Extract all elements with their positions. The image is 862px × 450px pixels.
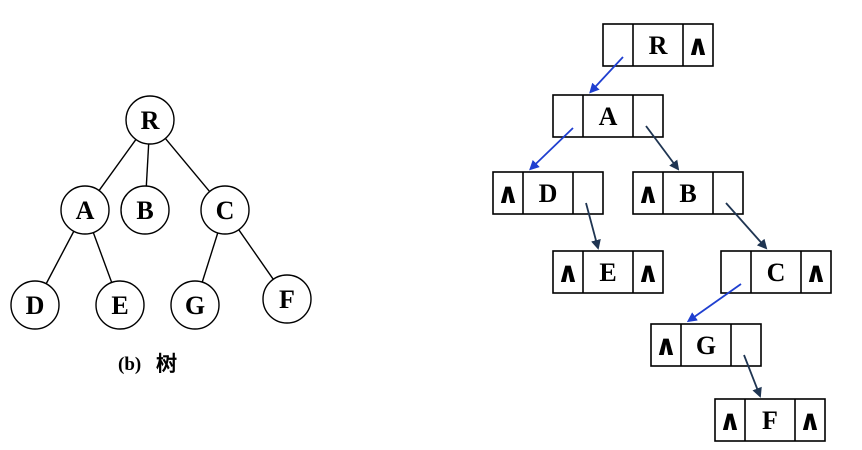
bt-link-a-to-b	[645, 125, 680, 171]
bt-node-label: G	[696, 331, 716, 360]
tree-node-d: D	[10, 280, 60, 330]
tree-node-a: A	[60, 185, 110, 235]
bt-node-r: R∧	[602, 23, 714, 67]
tree-node-f: F	[262, 274, 312, 324]
caption-text: 树	[156, 352, 177, 376]
bt-node-box	[632, 171, 744, 215]
tree-edge-a-e	[92, 232, 113, 283]
tree-node-circle	[200, 185, 250, 235]
bt-link-a-to-d	[529, 127, 574, 171]
bt-link-b-to-c	[725, 202, 768, 250]
bt-link-c-to-g	[686, 283, 742, 323]
bt-node-box	[552, 94, 664, 138]
tree-node-b: B	[120, 185, 170, 235]
bt-node-label: D	[539, 179, 558, 208]
tree-node-circle	[262, 274, 312, 324]
bt-node-box	[650, 323, 762, 367]
bt-node-label: B	[679, 179, 696, 208]
bt-link-g-to-f	[743, 354, 762, 398]
bt-node-b: ∧B	[632, 171, 744, 215]
tree-node-circle	[170, 280, 220, 330]
caption-prefix: (b)	[118, 354, 141, 375]
null-pointer-left: ∧	[557, 258, 580, 289]
bt-link-r-to-a	[589, 56, 624, 94]
tree-node-label: E	[111, 291, 128, 320]
tree-node-circle	[120, 185, 170, 235]
tree-edges	[45, 137, 274, 285]
bt-node-label: C	[767, 258, 786, 287]
tree-node-label: A	[76, 196, 95, 225]
null-pointer-left: ∧	[719, 406, 742, 437]
tree-node-e: E	[95, 280, 145, 330]
bt-node-box	[552, 250, 664, 294]
tree-node-label: F	[279, 285, 295, 314]
null-pointer-right: ∧	[637, 258, 660, 289]
bt-node-box	[714, 398, 826, 442]
bt-node-label: R	[649, 31, 668, 60]
tree-node-c: C	[200, 185, 250, 235]
tree-node-label: B	[136, 196, 153, 225]
tree-node-circle	[10, 280, 60, 330]
null-pointer-left: ∧	[497, 179, 520, 210]
child-sibling-binary-tree: R∧A∧D∧B∧E∧C∧∧G∧F∧	[492, 23, 832, 442]
bt-node-d: ∧D	[492, 171, 604, 215]
null-pointer-right: ∧	[687, 31, 710, 62]
tree-edge-c-g	[201, 232, 219, 283]
null-pointer-left: ∧	[655, 331, 678, 362]
tree-edge-c-f	[238, 229, 274, 280]
bt-node-e: ∧ E ∧	[552, 250, 664, 294]
tree-node-g: G	[170, 280, 220, 330]
bt-node-a: A	[552, 94, 664, 138]
null-pointer-left: ∧	[637, 179, 660, 210]
tree-nodes: R A B C D E G F	[10, 95, 312, 330]
tree-edge-r-a	[98, 139, 137, 191]
tree-node-label: R	[141, 106, 160, 135]
tree-node-label: D	[26, 291, 45, 320]
binary-tree-nodes: R∧A∧D∧B∧E∧C∧∧G∧F∧	[492, 23, 832, 442]
tree-edge-r-c	[164, 137, 211, 193]
tree-node-r: R	[125, 95, 175, 145]
tree-node-circle	[125, 95, 175, 145]
null-pointer-right: ∧	[799, 406, 822, 437]
tree-node-circle	[95, 280, 145, 330]
bt-node-label: E	[599, 258, 616, 287]
bt-node-box	[602, 23, 714, 67]
bt-link-d-to-e	[585, 202, 601, 250]
tree-node-label: C	[216, 196, 235, 225]
bt-node-label: F	[762, 406, 778, 435]
null-pointer-right: ∧	[805, 258, 828, 289]
bt-node-g: ∧G	[650, 323, 762, 367]
bt-node-f: ∧ F ∧	[714, 398, 826, 442]
tree-caption: (b) 树	[118, 352, 177, 376]
tree-node-label: G	[185, 291, 205, 320]
bt-node-box	[492, 171, 604, 215]
tree-node-circle	[60, 185, 110, 235]
binary-tree-links	[529, 56, 768, 398]
bt-node-label: A	[599, 102, 618, 131]
tree-edge-r-b	[145, 143, 150, 187]
tree-edge-a-d	[45, 230, 75, 285]
general-tree: R A B C D E G F (b) 树	[10, 95, 312, 376]
